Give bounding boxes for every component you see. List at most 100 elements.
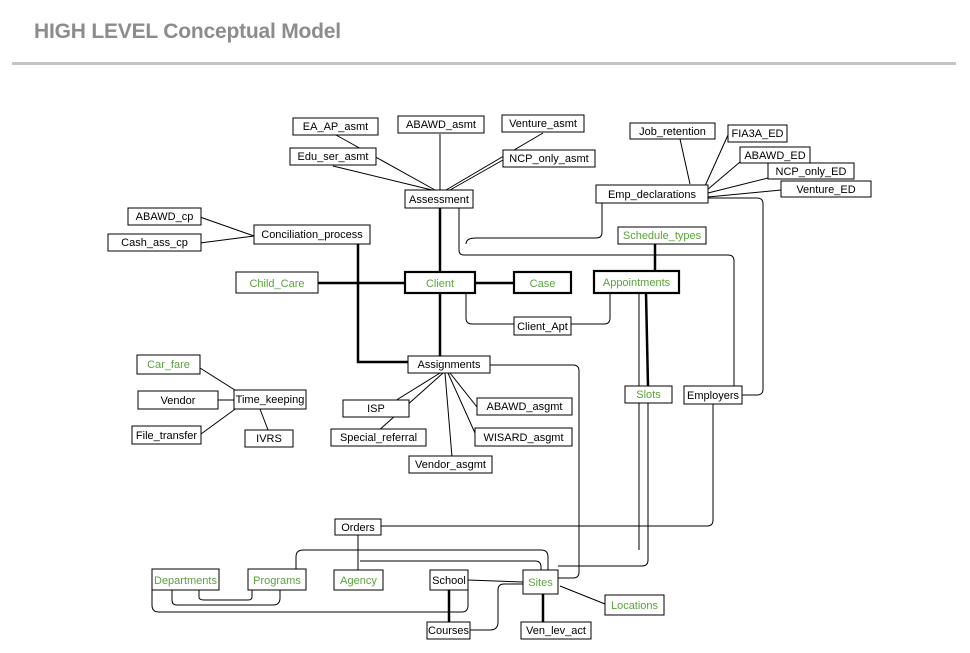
fia3a-ed-box[interactable] <box>727 124 788 143</box>
entity-conciliation-process[interactable]: Conciliation_process <box>253 224 371 245</box>
agency-box[interactable] <box>333 569 384 591</box>
case-box[interactable] <box>512 270 573 295</box>
employers-box[interactable] <box>683 385 743 405</box>
connector-conciliation-cash-ass-cp <box>199 235 255 244</box>
entity-isp[interactable]: ISP <box>342 399 410 418</box>
entity-cash-ass-cp[interactable]: Cash_ass_cp <box>107 233 202 252</box>
entity-vendor[interactable]: Vendor <box>137 390 219 410</box>
entity-abawd-asgmt[interactable]: ABAWD_asgmt <box>476 397 573 416</box>
entity-employers[interactable]: Employers <box>683 385 743 405</box>
ea-ap-asmt-box[interactable] <box>292 117 379 136</box>
school-box[interactable] <box>429 569 469 591</box>
connector-assignments-wisard-asgmt <box>447 372 476 434</box>
entity-orders[interactable]: Orders <box>334 518 382 536</box>
entity-client[interactable]: Client <box>403 270 477 295</box>
abawd-asmt-box[interactable] <box>397 115 485 134</box>
entity-vendor-asgmt[interactable]: Vendor_asgmt <box>408 455 493 474</box>
entity-case[interactable]: Case <box>512 270 573 295</box>
entity-wisard-asgmt[interactable]: WISARD_asgmt <box>474 427 573 447</box>
entity-job-retention[interactable]: Job_retention <box>629 122 716 140</box>
connector-emp-declarations-job-retention <box>679 138 691 185</box>
orders-box[interactable] <box>334 518 382 536</box>
title-divider <box>12 62 956 65</box>
abawd-asgmt-label: ABAWD_asgmt <box>486 401 562 413</box>
entity-schedule-types[interactable]: Schedule_types <box>617 226 707 245</box>
connector-emp-declarations-employers <box>708 197 764 396</box>
car-fare-box[interactable] <box>136 354 201 375</box>
connector-assessment-venture-asmt <box>445 132 544 191</box>
entity-file-transfer[interactable]: File_transfer <box>131 425 202 445</box>
entity-departments[interactable]: Departments <box>151 568 220 591</box>
client-box[interactable] <box>403 270 477 295</box>
time-keeping-box[interactable] <box>233 389 307 410</box>
entity-time-keeping[interactable]: Time_keeping <box>233 389 307 410</box>
entity-ncp-only-ed[interactable]: NCP_only_ED <box>767 162 855 180</box>
assessment-box[interactable] <box>404 189 474 209</box>
ivrs-box[interactable] <box>244 429 294 448</box>
entity-venture-ed[interactable]: Venture_ED <box>780 180 872 198</box>
connector-appointments-slots <box>644 292 650 387</box>
vendor-box[interactable] <box>137 390 219 410</box>
sites-box[interactable] <box>522 569 559 595</box>
client-label: Client <box>426 278 454 290</box>
ncp-only-asmt-box[interactable] <box>502 149 596 168</box>
special-referral-box[interactable] <box>330 428 427 447</box>
entity-abawd-ed[interactable]: ABAWD_ED <box>739 146 811 164</box>
slots-box[interactable] <box>624 385 673 404</box>
connector-employers-orders <box>381 404 714 527</box>
entity-ncp-only-asmt[interactable]: NCP_only_asmt <box>502 149 596 168</box>
abawd-cp-box[interactable] <box>127 207 202 226</box>
ncp-only-ed-box[interactable] <box>767 162 855 180</box>
venture-ed-box[interactable] <box>780 180 872 198</box>
child-care-box[interactable] <box>235 271 319 294</box>
entity-appointments[interactable]: Appointments <box>592 269 681 295</box>
schedule-types-box[interactable] <box>617 226 707 245</box>
courses-box[interactable] <box>426 621 471 640</box>
entity-abawd-asmt[interactable]: ABAWD_asmt <box>397 115 485 134</box>
entity-assignments[interactable]: Assignments <box>407 355 491 374</box>
programs-box[interactable] <box>247 568 307 591</box>
locations-box[interactable] <box>604 594 665 616</box>
entity-fia3a-ed[interactable]: FIA3A_ED <box>727 124 788 143</box>
entity-slots[interactable]: Slots <box>624 385 673 404</box>
abawd-cp-label: ABAWD_cp <box>136 211 194 223</box>
connectors <box>151 132 782 631</box>
entity-edu-ser-asmt[interactable]: Edu_ser_asmt <box>289 147 377 166</box>
entity-car-fare[interactable]: Car_fare <box>136 354 201 375</box>
entity-venture-asmt[interactable]: Venture_asmt <box>501 114 585 133</box>
isp-box[interactable] <box>342 399 410 418</box>
entity-ven-lev-act[interactable]: Ven_lev_act <box>520 621 592 640</box>
entity-ea-ap-asmt[interactable]: EA_AP_asmt <box>292 117 379 136</box>
departments-box[interactable] <box>151 568 220 591</box>
edu-ser-asmt-box[interactable] <box>289 147 377 166</box>
job-retention-box[interactable] <box>629 122 716 140</box>
entity-child-care[interactable]: Child_Care <box>235 271 319 294</box>
entity-courses[interactable]: Courses <box>426 621 471 640</box>
entity-abawd-cp[interactable]: ABAWD_cp <box>127 207 202 226</box>
entity-agency[interactable]: Agency <box>333 569 384 591</box>
entity-sites[interactable]: Sites <box>522 569 559 595</box>
entity-assessment[interactable]: Assessment <box>404 189 474 209</box>
abawd-asgmt-box[interactable] <box>476 397 573 416</box>
client-apt-box[interactable] <box>513 316 572 336</box>
file-transfer-box[interactable] <box>131 425 202 445</box>
entity-ivrs[interactable]: IVRS <box>244 429 294 448</box>
wisard-asgmt-box[interactable] <box>474 427 573 447</box>
emp-declarations-box[interactable] <box>595 184 709 204</box>
assignments-box[interactable] <box>407 355 491 374</box>
venture-asmt-box[interactable] <box>501 114 585 133</box>
entity-locations[interactable]: Locations <box>604 594 665 616</box>
vendor-asgmt-box[interactable] <box>408 455 493 474</box>
entity-client-apt[interactable]: Client_Apt <box>513 316 572 336</box>
entity-school[interactable]: School <box>429 569 469 591</box>
entity-emp-declarations[interactable]: Emp_declarations <box>595 184 709 204</box>
appointments-label: Appointments <box>603 277 671 289</box>
appointments-box[interactable] <box>592 269 681 295</box>
conciliation-process-box[interactable] <box>253 224 371 245</box>
cash-ass-cp-box[interactable] <box>107 233 202 252</box>
connector-time-keeping-file-transfer <box>200 406 239 435</box>
entity-programs[interactable]: Programs <box>247 568 307 591</box>
wisard-asgmt-label: WISARD_asgmt <box>483 432 563 444</box>
ven-lev-act-box[interactable] <box>520 621 592 640</box>
entity-special-referral[interactable]: Special_referral <box>330 428 427 447</box>
